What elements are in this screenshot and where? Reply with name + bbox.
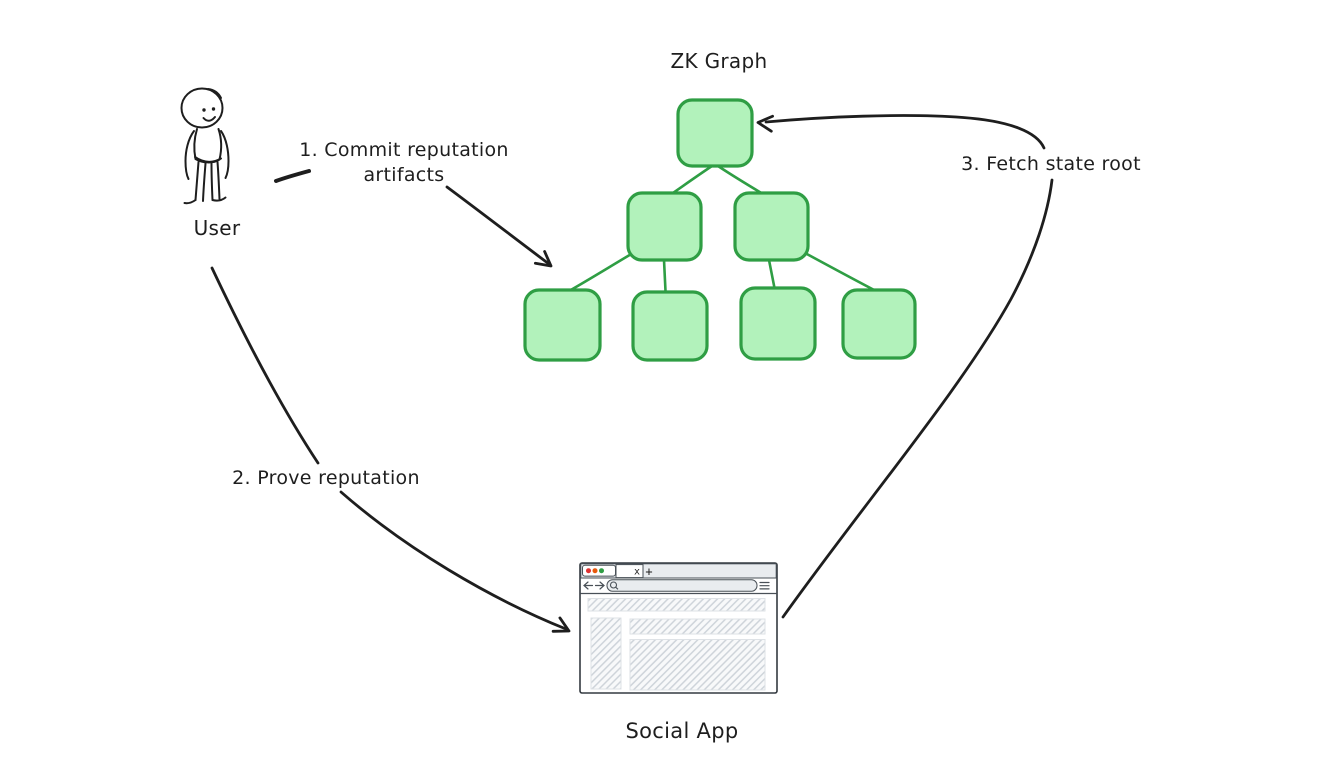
content-sidebar	[590, 617, 622, 690]
tree-node-root	[676, 98, 754, 168]
user-eye-left	[202, 108, 206, 112]
zk-graph-label: ZK Graph	[671, 49, 768, 73]
zk-tree	[523, 98, 917, 362]
window-control-minimize-icon	[592, 568, 598, 574]
user-arm-left	[184, 130, 195, 180]
tree-node-leaf-1	[523, 288, 602, 362]
arrow-2-shaft-upper	[210, 266, 320, 465]
arrow-3-shaft-lower	[781, 178, 1054, 619]
user-arm-right	[220, 130, 230, 179]
user-torso	[193, 128, 223, 164]
url-bar	[606, 579, 758, 592]
content-main-block	[629, 639, 766, 691]
tree-node-leaf-2	[631, 290, 709, 362]
tree-edge-root-right	[716, 164, 765, 196]
user-foot-right	[211, 196, 227, 202]
arrow-1-shaft	[445, 185, 551, 266]
tree-node-mid-left	[626, 191, 703, 262]
user-foot-left	[183, 199, 197, 205]
window-control-close-icon	[586, 568, 591, 574]
tree-edge-r1-leaf4	[803, 251, 878, 293]
tree-edges	[567, 164, 878, 293]
social-app-label: Social App	[626, 719, 739, 743]
arrow-3-head	[756, 114, 775, 133]
user-waist	[194, 156, 222, 163]
user-leg-right-inner	[210, 162, 214, 201]
arrow-fetch-state-root	[756, 114, 1054, 619]
tree-edge-root-left	[668, 164, 714, 197]
content-header-bar	[629, 618, 766, 635]
user-leg-left-outer	[194, 161, 200, 201]
new-tab-icon: +	[645, 565, 652, 579]
forward-arrow-icon	[594, 581, 605, 590]
user-eye-right	[211, 107, 216, 111]
arrow-2-shaft-lower	[339, 490, 568, 631]
tree-node-leaf-3	[739, 286, 817, 361]
back-arrow-icon	[583, 581, 594, 590]
search-icon	[609, 581, 619, 590]
step2-label: 2. Prove reputation	[232, 467, 420, 489]
step1-label-line2: artifacts	[363, 164, 444, 186]
menu-icon	[759, 581, 770, 590]
user-leg-left-inner	[202, 162, 207, 202]
user-hair	[207, 88, 222, 99]
social-app-browser: x +	[579, 562, 778, 694]
arrow-2-head	[551, 616, 571, 633]
arrow-commit-artifacts	[274, 169, 553, 268]
user-figure	[180, 87, 230, 205]
user-head	[180, 87, 224, 129]
arrow-1-head	[533, 250, 553, 268]
user-smile	[202, 116, 216, 122]
tab-close-icon: x	[634, 567, 640, 578]
user-label: User	[194, 216, 241, 240]
step3-label: 3. Fetch state root	[961, 153, 1141, 175]
tree-edge-l1-leaf1	[567, 251, 635, 293]
tree-node-mid-right	[733, 191, 810, 262]
step1-label-line1: 1. Commit reputation	[299, 139, 509, 161]
user-leg-right-outer	[216, 161, 221, 200]
arrow-1-start-segment	[274, 169, 311, 183]
tree-node-leaf-4	[841, 288, 917, 360]
tree-edge-r1-leaf3	[767, 258, 776, 290]
window-control-maximize-icon	[599, 568, 604, 574]
content-banner	[587, 598, 766, 612]
arrow-prove-reputation	[210, 266, 571, 633]
tree-edge-l1-leaf2	[662, 258, 667, 293]
arrow-3-shaft-upper	[764, 114, 1046, 150]
